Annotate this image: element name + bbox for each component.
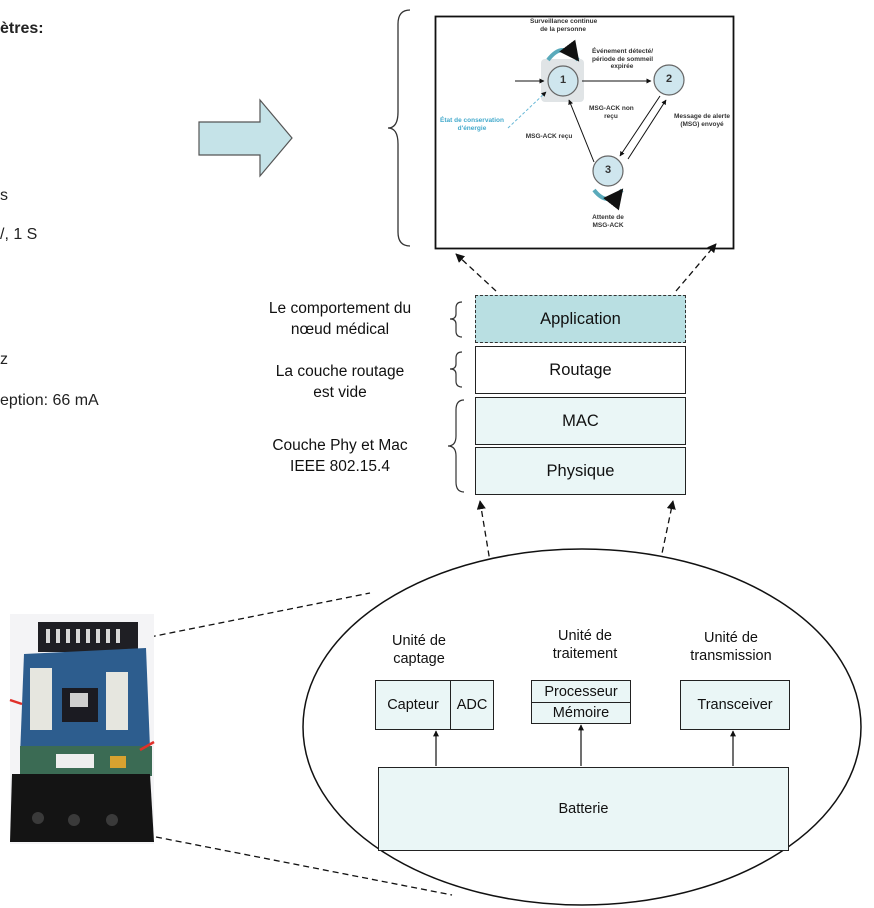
- curly-brace-large: [387, 9, 411, 247]
- params-heading: ètres:: [0, 20, 44, 37]
- processor-box: Processeur: [531, 680, 631, 703]
- brace-phy-mac: [447, 399, 465, 493]
- memory-box: Mémoire: [531, 702, 631, 724]
- state-2-node: [653, 64, 685, 96]
- brace-behavior: [449, 301, 463, 338]
- state-2-label: 2: [665, 73, 673, 85]
- state-3-loop-icon: [592, 188, 624, 211]
- adc-box: ADC: [450, 680, 494, 730]
- state-1-node: [547, 65, 579, 97]
- brace-routing: [449, 351, 463, 388]
- sensor-node-photo: [9, 614, 155, 844]
- mac-layer: MAC: [475, 397, 686, 445]
- application-layer: Application: [475, 295, 686, 343]
- big-right-arrow: [198, 98, 293, 178]
- sensor-box: Capteur: [375, 680, 451, 730]
- param-line: /, 1 S: [0, 226, 38, 243]
- msg-sent-label: Message de alerte(MSG) envoyé: [673, 113, 730, 128]
- routing-layer: Routage: [475, 346, 686, 394]
- param-line: s: [0, 187, 8, 204]
- physical-layer: Physique: [475, 447, 686, 495]
- state-3-label: 3: [604, 164, 612, 176]
- state-3-node: [592, 155, 624, 187]
- ack-received-label: MSG-ACK reçu: [525, 133, 573, 140]
- state-diagram-frame: [434, 15, 735, 250]
- battery-box: Batterie: [378, 767, 789, 851]
- state-1-loop-icon: [546, 39, 580, 62]
- param-line: eption: 66 mA: [0, 392, 99, 409]
- param-line: z: [0, 351, 8, 368]
- transceiver-box: Transceiver: [680, 680, 790, 730]
- state-1-label: 1: [559, 74, 567, 86]
